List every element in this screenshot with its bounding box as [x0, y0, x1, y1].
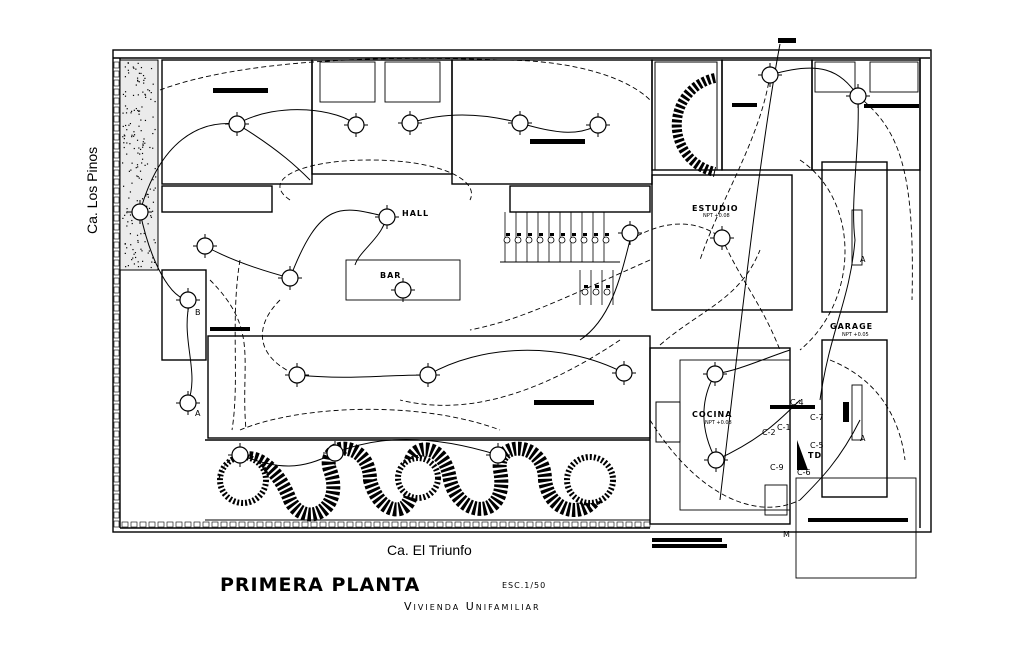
drawing-title: PRIMERA PLANTA [220, 574, 420, 596]
ceiling-light-icon [375, 205, 399, 229]
meter-label: M [783, 530, 790, 539]
ceiling-light-icon [278, 266, 302, 290]
drawing-scale: ESC.1/50 [502, 581, 546, 590]
circuit-label: C-2 [762, 428, 776, 437]
level-cocina: NPT +0.08 [705, 420, 732, 426]
ceiling-light-icon [228, 443, 252, 467]
ceiling-light-icon [703, 362, 727, 386]
stair-light-icon [569, 233, 577, 244]
level-markers [210, 38, 919, 548]
stair-light-icon [547, 233, 555, 244]
circuit-label: C-1 [777, 423, 791, 432]
room-label-estudio: ESTUDIO [692, 204, 739, 213]
room-label-cocina: COCINA [692, 410, 732, 419]
level-garage: NPT +0.05 [842, 332, 869, 338]
stair-light-icon [592, 285, 600, 296]
ceiling-light-icon [176, 288, 200, 312]
room-label-garage: GARAGE [830, 322, 873, 331]
switch-label: A [195, 409, 201, 418]
room-label-bar: BAR [380, 271, 401, 280]
panel-label: TD [808, 451, 822, 460]
switch-label: A [860, 434, 866, 443]
ceiling-light-icon [846, 84, 870, 108]
ceiling-light-icon [193, 234, 217, 258]
left-garden [113, 59, 651, 528]
switch-label: B [195, 308, 201, 317]
circuit-label: C-6 [797, 468, 811, 477]
title-block: PRIMERA PLANTA ESC.1/50 Vivienda Unifami… [220, 574, 546, 613]
level-estudio: NPT +0.08 [703, 213, 730, 219]
ceiling-light-icon [758, 63, 782, 87]
stair-light-icon [558, 233, 566, 244]
ceiling-light-icon [398, 111, 422, 135]
stair-light-icon [580, 233, 588, 244]
circuit-label: C-5 [810, 441, 824, 450]
stair-light-icon [525, 233, 533, 244]
stair-light-icon [581, 285, 589, 296]
stair-light-icon [602, 233, 610, 244]
drawing-subtitle: Vivienda Unifamiliar [404, 600, 541, 613]
circuit-label: C-9 [770, 463, 784, 472]
street-labels: Ca. Los Pinos Ca. El Triunfo [84, 147, 472, 558]
street-left: Ca. Los Pinos [84, 147, 100, 234]
ceiling-lights [128, 63, 870, 472]
ceiling-light-icon [612, 361, 636, 385]
ceiling-light-icon [128, 200, 152, 224]
room-labels: HALL BAR ESTUDIO NPT +0.08 GARAGE NPT +0… [195, 204, 873, 539]
stair-light-icon [603, 285, 611, 296]
circuit-label: C-4 [790, 398, 804, 407]
street-bottom: Ca. El Triunfo [387, 542, 472, 558]
stair-light-icon [536, 233, 544, 244]
ceiling-light-icon [586, 113, 610, 137]
interior-walls [161, 59, 921, 579]
stair-light-icon [591, 233, 599, 244]
ceiling-light-icon [391, 278, 415, 302]
ceiling-light-icon [486, 443, 510, 467]
ceiling-light-icon [344, 113, 368, 137]
ceiling-light-icon [416, 363, 440, 387]
ceiling-light-icon [508, 111, 532, 135]
stair-light-icon [503, 233, 511, 244]
stair-light-icon [514, 233, 522, 244]
ceiling-light-icon [704, 448, 728, 472]
ceiling-light-icon [618, 221, 642, 245]
room-label-hall: HALL [402, 209, 429, 218]
ceiling-light-icon [323, 441, 347, 465]
patio-planter [654, 61, 718, 177]
stair-lights [503, 233, 611, 296]
ceiling-light-icon [710, 226, 734, 250]
ceiling-light-icon [285, 363, 309, 387]
ceiling-light-icon [176, 391, 200, 415]
ceiling-light-icon [225, 112, 249, 136]
circuit-label: C-7 [810, 413, 824, 422]
switch-label: A [860, 255, 866, 264]
hedge-planter [217, 441, 616, 522]
